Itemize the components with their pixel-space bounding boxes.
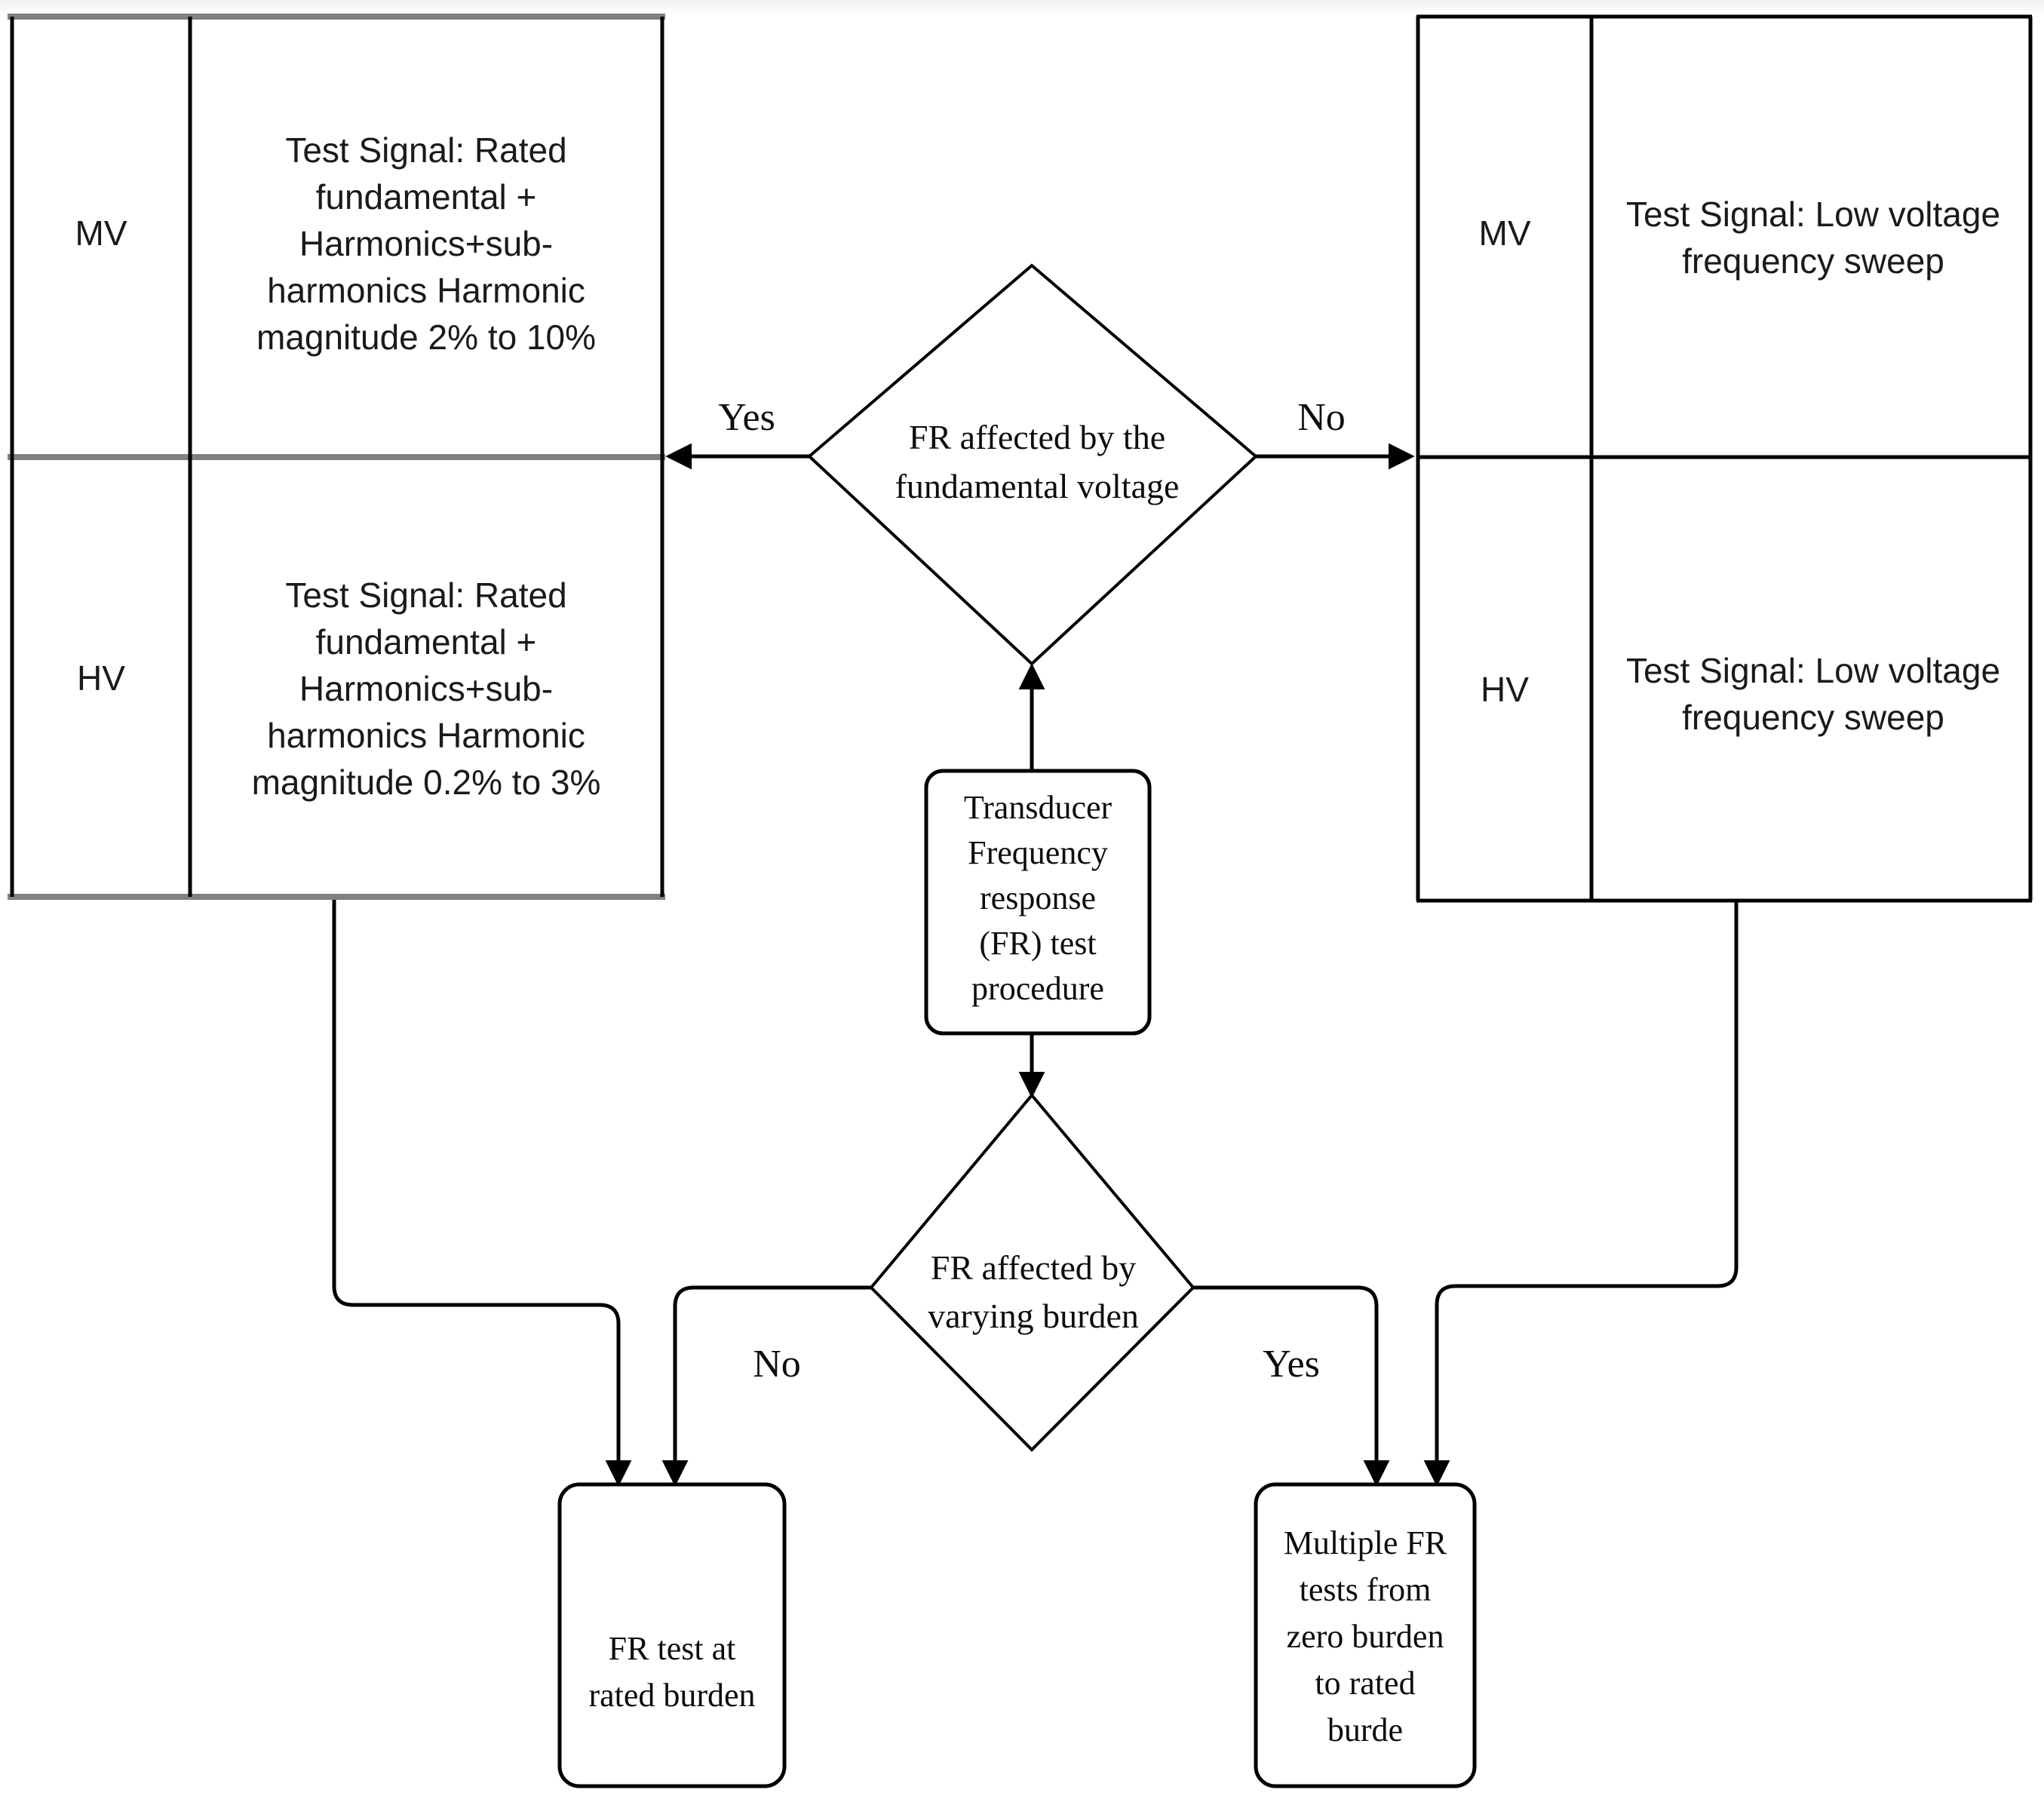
svg-text:frequency sweep: frequency sweep (1682, 698, 1944, 737)
right-table-row-1-value: Test Signal: Low voltage frequency sweep (1626, 651, 2000, 737)
svg-text:Test Signal: Low voltage: Test Signal: Low voltage (1626, 195, 2000, 234)
svg-text:response: response (980, 879, 1096, 916)
right-table-row-0-value: Test Signal: Low voltage frequency sweep (1626, 195, 2000, 281)
left-table-row-0-value: Test Signal: Rated fundamental + Harmoni… (256, 130, 596, 357)
edge-burden-yes (1191, 1285, 1390, 1487)
edge-left-table-to-fr-test (332, 900, 632, 1487)
edge-label-fundamental-yes: Yes (718, 396, 775, 439)
svg-text:frequency sweep: frequency sweep (1682, 241, 1944, 281)
svg-text:magnitude 2% to 10%: magnitude 2% to 10% (256, 318, 596, 357)
svg-text:Frequency: Frequency (968, 834, 1108, 871)
left-table-row-0-label: MV (75, 213, 127, 253)
svg-text:magnitude 0.2% to 3%: magnitude 0.2% to 3% (252, 763, 601, 802)
svg-text:Multiple FR: Multiple FR (1284, 1524, 1447, 1561)
left-table-row-1-label: HV (77, 658, 125, 698)
svg-text:to rated: to rated (1315, 1665, 1415, 1702)
svg-text:FR test at: FR test at (609, 1630, 736, 1667)
svg-text:Test Signal: Rated: Test Signal: Rated (285, 130, 566, 170)
left-table-row-1-value: Test Signal: Rated fundamental + Harmoni… (252, 576, 601, 802)
node-fr-test-rated-burden[interactable]: FR test at rated burden (557, 1482, 787, 1788)
edge-label-burden-yes: Yes (1263, 1343, 1320, 1386)
svg-text:burde: burde (1327, 1711, 1403, 1748)
svg-text:FR affected by the: FR affected by the (909, 418, 1165, 456)
edge-right-table-to-multiple-fr (1423, 901, 1739, 1487)
node-start[interactable]: Transducer Frequency response (FR) test … (924, 769, 1152, 1036)
svg-text:varying burden: varying burden (928, 1297, 1139, 1335)
svg-text:zero burden: zero burden (1287, 1618, 1444, 1655)
svg-text:fundamental voltage: fundamental voltage (895, 467, 1180, 505)
svg-text:harmonics Harmonic: harmonics Harmonic (267, 716, 585, 755)
right-table-row-0-label: MV (1479, 213, 1531, 253)
svg-text:fundamental +: fundamental + (316, 177, 537, 216)
svg-text:tests from: tests from (1300, 1571, 1432, 1608)
svg-text:fundamental +: fundamental + (316, 622, 537, 662)
svg-text:Harmonics+sub-: Harmonics+sub- (299, 224, 553, 263)
svg-text:Test Signal: Rated: Test Signal: Rated (285, 576, 566, 615)
svg-text:Transducer: Transducer (964, 789, 1113, 826)
svg-text:Harmonics+sub-: Harmonics+sub- (299, 669, 553, 708)
node-decision-burden[interactable]: FR affected by varying burden (869, 1092, 1195, 1452)
svg-text:(FR) test: (FR) test (979, 925, 1096, 962)
edge-label-burden-no: No (753, 1343, 801, 1386)
node-decision-fundamental[interactable]: FR affected by the fundamental voltage (807, 263, 1259, 666)
svg-text:procedure: procedure (971, 970, 1104, 1007)
left-table: MV Test Signal: Rated fundamental + Harm… (8, 14, 665, 900)
edge-burden-no (661, 1285, 873, 1487)
svg-text:harmonics Harmonic: harmonics Harmonic (267, 271, 585, 310)
svg-text:rated burden: rated burden (588, 1677, 755, 1714)
svg-text:FR affected by: FR affected by (931, 1248, 1137, 1287)
svg-text:Test Signal: Low voltage: Test Signal: Low voltage (1626, 651, 2000, 690)
node-multiple-fr-tests[interactable]: Multiple FR tests from zero burden to ra… (1254, 1482, 1477, 1788)
right-table-row-1-label: HV (1481, 670, 1529, 709)
edge-label-fundamental-no: No (1297, 396, 1346, 439)
right-table: MV Test Signal: Low voltage frequency sw… (1416, 14, 2033, 903)
